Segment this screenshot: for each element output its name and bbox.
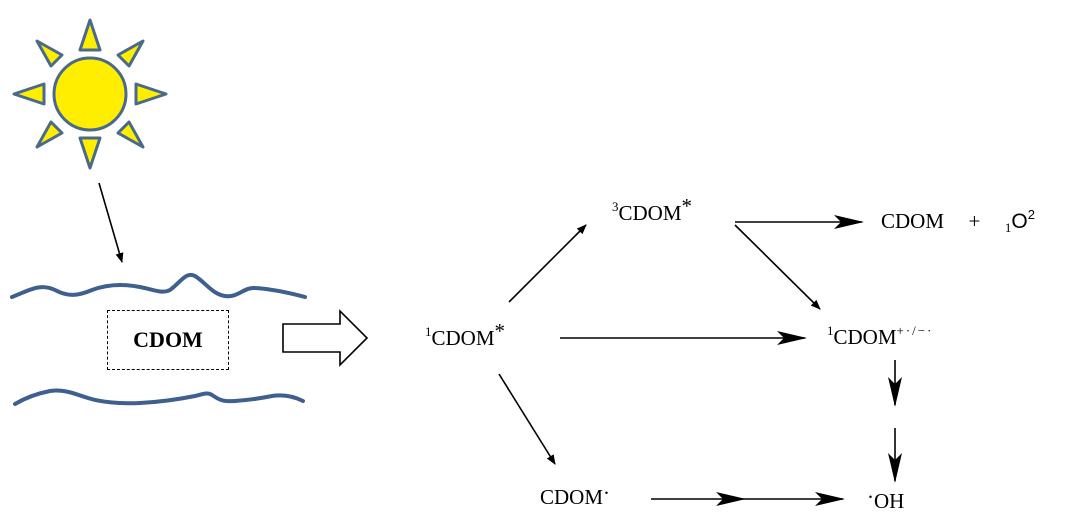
arrow-singlet-to-triplet	[508, 224, 587, 303]
sun-ray	[35, 39, 64, 68]
sun-ray	[35, 120, 64, 149]
products-plus: +	[968, 209, 981, 233]
singlet-text: CDOM	[431, 326, 495, 350]
sun-icon	[12, 18, 168, 170]
sun-ray	[134, 82, 168, 106]
ion-charge: +·/−·	[896, 323, 934, 338]
triplet-star: *	[681, 194, 693, 218]
node-triplet-cdom: 3CDOM*	[612, 196, 692, 225]
ion-text: CDOM	[833, 325, 897, 349]
triplet-superscript: 3	[612, 199, 619, 214]
products-oxygen: O	[1011, 210, 1028, 233]
cdom-source-label: CDOM	[133, 327, 203, 352]
hydroxyl-text: OH	[874, 489, 905, 513]
radical-dot: ·	[603, 481, 611, 505]
sun-ray	[78, 136, 102, 170]
node-hydroxyl: ·OH	[867, 487, 905, 513]
hollow-block-arrow	[282, 309, 369, 367]
products-cdom: CDOM	[881, 209, 945, 233]
sun-ray	[12, 82, 46, 106]
arrow-triplet-to-ion	[734, 224, 821, 310]
sun-disc	[52, 56, 128, 132]
ion-superscript: 1	[827, 323, 834, 338]
cdom-source-box: CDOM	[107, 310, 229, 370]
products-subscript: 1	[1004, 220, 1012, 235]
node-ion-radical: 1CDOM+·/−·	[827, 324, 933, 349]
radical-text: CDOM	[540, 485, 604, 509]
node-singlet-cdom: 1CDOM*	[425, 321, 505, 350]
arrow-singlet-to-radical	[498, 373, 556, 465]
triplet-text: CDOM	[618, 201, 682, 225]
node-cdom-radical: CDOM·	[540, 483, 610, 509]
water-line-top	[10, 272, 307, 299]
light-arrow	[98, 182, 124, 263]
water-line-bottom	[13, 388, 305, 406]
sun-ray	[78, 18, 102, 52]
sun-ray	[116, 120, 145, 149]
singlet-star: *	[494, 319, 506, 343]
hydroxyl-dot: ·	[867, 485, 874, 509]
node-products: CDOM + 1O2	[881, 208, 1035, 235]
sun-ray	[116, 39, 145, 68]
singlet-superscript: 1	[425, 324, 432, 339]
products-superscript: 2	[1027, 207, 1035, 222]
